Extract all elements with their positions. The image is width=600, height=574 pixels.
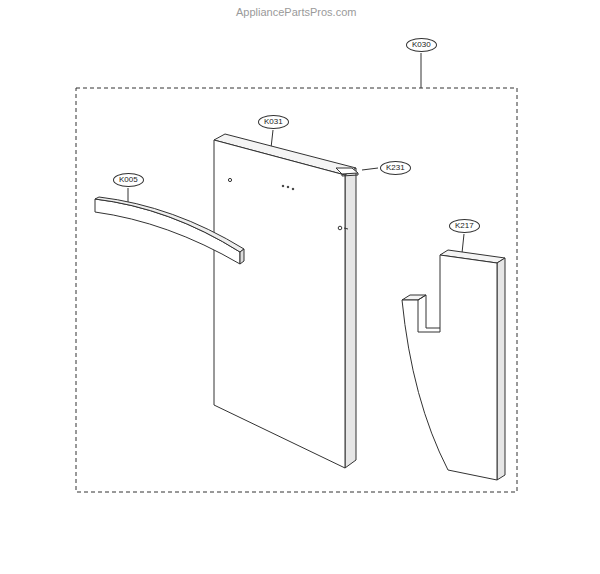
leader-line xyxy=(462,234,464,253)
leader-line xyxy=(362,168,378,170)
leader-line xyxy=(421,53,422,88)
callout-number: K231 xyxy=(380,161,411,175)
callout-number: K030 xyxy=(406,38,437,52)
door-panel xyxy=(214,134,356,468)
leader-line xyxy=(128,188,129,203)
assembly-frame xyxy=(76,88,517,492)
callout-number: K217 xyxy=(449,219,480,233)
small-bracket xyxy=(336,168,358,176)
leader-line xyxy=(271,130,273,148)
callout-number: K005 xyxy=(113,173,144,187)
door-handle xyxy=(95,197,244,264)
callout-number: K031 xyxy=(258,115,289,129)
watermark: AppliancePartsPros.com xyxy=(236,6,356,18)
insulation-pad xyxy=(402,250,505,480)
